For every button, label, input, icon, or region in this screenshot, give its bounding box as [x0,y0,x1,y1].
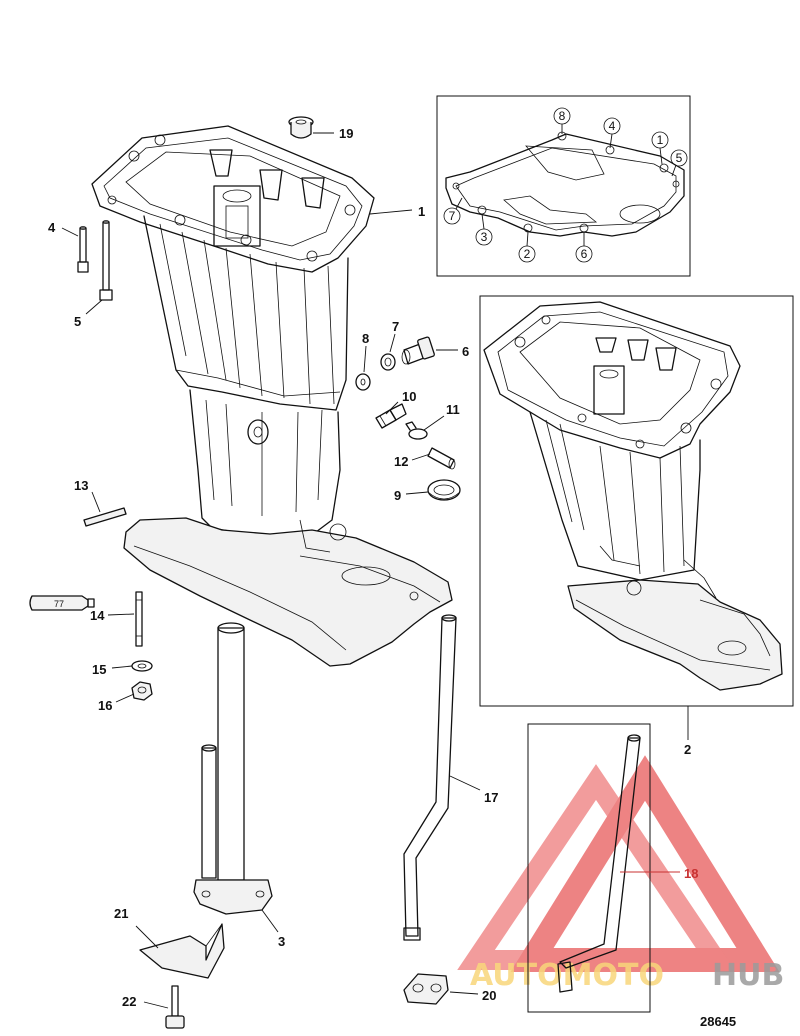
bolt-5 [99,220,113,301]
seal-9 [427,479,461,501]
inset-callout-3: 3 [475,213,493,246]
screw-22 [165,985,185,1029]
nut-16 [131,681,153,701]
water-tube-3 [193,622,273,915]
callout-5: 5 [74,314,81,329]
sealant-tube: 77 [29,595,95,611]
svg-text:4: 4 [609,119,616,133]
grommet-19 [288,116,314,139]
svg-text:3: 3 [481,230,488,244]
callout-14: 14 [90,608,105,623]
inset-callout-2: 2 [518,231,536,263]
callout-16: 16 [98,698,112,713]
gasket-drawing [445,131,685,237]
callout-9: 9 [394,488,401,503]
fitting-10 [375,403,407,429]
callout-6: 6 [462,344,469,359]
driveshaft-housing-alt [483,301,783,691]
stud-14 [135,591,143,647]
svg-text:1: 1 [657,133,664,147]
callout-21: 21 [114,906,128,921]
svg-text:2: 2 [524,247,531,261]
grommet-20 [403,973,449,1005]
svg-text:7: 7 [449,209,456,223]
callout-15: 15 [92,662,106,677]
washer-15 [131,660,153,672]
callout-1: 1 [418,204,425,219]
washer-8 [355,373,371,391]
svg-text:8: 8 [559,109,566,123]
callout-22: 22 [122,994,136,1009]
seal-7 [380,353,396,371]
callout-4: 4 [48,220,56,235]
sealant-tube-label: 77 [54,599,64,609]
gasket-inset-frame [436,95,691,277]
plate-13 [83,507,127,527]
callout-2: 2 [684,742,691,757]
callout-10: 10 [402,389,416,404]
figure-number: 28645 [700,1014,736,1029]
inset-callout-8: 8 [553,107,571,134]
callout-12: 12 [394,454,408,469]
callout-3: 3 [278,934,285,949]
callout-18: 18 [684,866,698,881]
bolt-4 [77,226,89,273]
hose-18 [557,734,641,993]
callout-17: 17 [484,790,498,805]
inset-callout-1: 1 [651,131,669,165]
callout-13: 13 [74,478,88,493]
inset-callout-5: 5 [670,149,688,177]
driveshaft-housing-main [91,125,453,667]
inset-callout-4: 4 [603,117,621,149]
watermark-logo: AUTOMOTO HUB [457,755,784,993]
callout-11: 11 [446,402,460,417]
callout-19: 19 [339,126,353,141]
inset-callout-6: 6 [575,232,593,263]
svg-text:5: 5 [676,151,683,165]
inset-callout-7: 7 [443,197,463,225]
pin-12 [427,447,456,470]
housing-2-inset-frame [479,295,794,707]
hose-17 [403,614,457,941]
watermark-hub-text: HUB [712,958,784,993]
tube-18-inset-frame [527,723,651,1013]
callout-20: 20 [482,988,496,1003]
svg-text:6: 6 [581,247,588,261]
plug-6 [401,336,435,365]
callout-7: 7 [392,319,399,334]
callout-8: 8 [362,331,369,346]
bracket-21 [139,923,225,979]
clamp-11 [405,421,428,440]
watermark-auto-text: AUTOMOTO [470,958,664,993]
